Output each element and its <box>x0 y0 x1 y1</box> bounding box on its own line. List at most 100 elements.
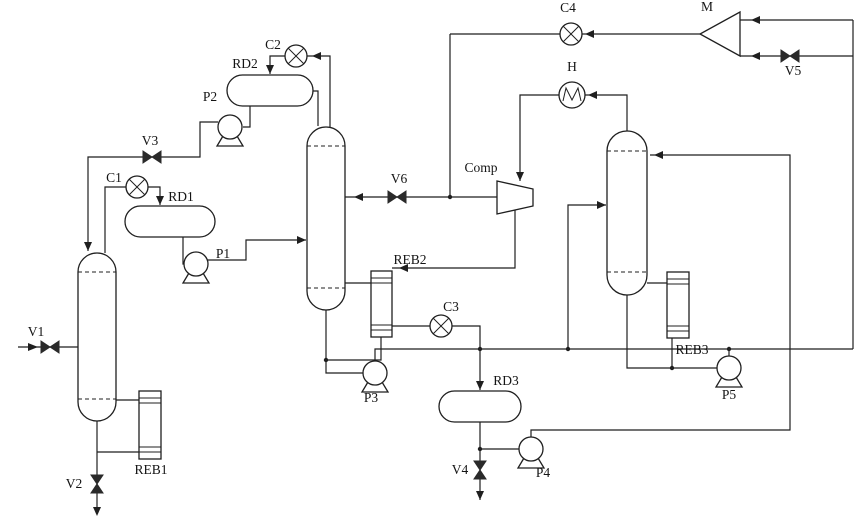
reflux-drum-rd3 <box>438 390 522 423</box>
junction-dot <box>447 194 453 200</box>
pipe <box>392 210 516 269</box>
pipe <box>392 325 481 390</box>
junction-dot <box>323 357 329 363</box>
label-v5: V5 <box>785 63 802 78</box>
condenser-cross <box>288 48 304 64</box>
valve-v1-icon <box>40 340 60 354</box>
flow-arrow-icon <box>297 236 306 244</box>
flow-arrow-icon <box>654 151 663 159</box>
flow-arrow-icon <box>585 30 594 38</box>
pump-casing <box>183 251 209 277</box>
pump-p3-icon <box>360 360 390 393</box>
reflux-drum-rd2 <box>226 74 314 107</box>
pump-casing <box>217 114 243 140</box>
valve-v6-icon <box>387 190 407 204</box>
junction-dot <box>726 346 732 352</box>
valve-v4-icon <box>473 460 487 480</box>
label-p1: P1 <box>216 246 230 261</box>
flow-arrow-icon <box>476 491 484 500</box>
condenser-cross <box>433 318 449 334</box>
label-p2: P2 <box>203 89 217 104</box>
label-v2: V2 <box>66 476 83 491</box>
flow-arrow-icon <box>156 196 164 205</box>
distillation-column-1 <box>77 252 117 422</box>
heater-element <box>562 86 582 102</box>
pipe <box>207 239 306 261</box>
pipe <box>325 310 363 374</box>
condenser-cross <box>129 179 145 195</box>
pump-p1-icon <box>181 251 211 284</box>
label-comp: Comp <box>464 160 497 175</box>
flow-arrow-icon <box>84 242 92 251</box>
label-c4: C4 <box>560 0 576 15</box>
heater-h-icon <box>558 81 586 109</box>
pump-p5-icon <box>714 355 744 388</box>
pipe <box>374 348 480 361</box>
label-m: M <box>701 0 713 14</box>
label-v6: V6 <box>391 171 408 186</box>
condenser-c3-icon <box>429 314 453 338</box>
valve-v5-icon <box>780 49 800 63</box>
label-v3: V3 <box>142 133 159 148</box>
distillation-column-2 <box>306 126 346 311</box>
condenser-cross <box>563 26 579 42</box>
label-v1: V1 <box>28 324 45 339</box>
flow-arrow-icon <box>751 16 760 24</box>
label-p5: P5 <box>722 387 737 402</box>
pump-casing <box>518 436 544 462</box>
flow-arrow-icon <box>28 343 38 351</box>
label-c2: C2 <box>265 37 281 52</box>
pump-p4-icon <box>516 436 546 469</box>
equipment-labels: V1 V2 V3 V4 V5 V6 C1 C2 C3 C4 H M Comp R… <box>28 0 802 491</box>
label-reb1: REB1 <box>134 462 167 477</box>
valve-v2-icon <box>90 474 104 494</box>
label-reb3: REB3 <box>675 342 708 357</box>
reboiler-reb2 <box>370 270 393 338</box>
column-shell <box>77 252 117 422</box>
label-p3: P3 <box>364 390 379 405</box>
condenser-c4-icon <box>559 22 583 46</box>
pipe <box>530 154 791 437</box>
reboiler-shell <box>138 390 162 460</box>
pipe <box>243 106 251 128</box>
reboiler-reb1 <box>138 390 162 460</box>
flow-arrow-icon <box>354 193 363 201</box>
junction-dot <box>669 365 675 371</box>
condenser-c1-icon <box>125 175 149 199</box>
reboiler-shell <box>666 271 690 339</box>
label-c3: C3 <box>443 299 459 314</box>
label-rd1: RD1 <box>168 189 194 204</box>
label-rd3: RD3 <box>493 373 519 388</box>
compressor-icon <box>496 180 534 215</box>
reboiler-shell <box>370 270 393 338</box>
column-shell <box>306 126 346 311</box>
junction-dot <box>477 346 483 352</box>
junction-dot <box>565 346 571 352</box>
label-rd2: RD2 <box>232 56 258 71</box>
label-reb2: REB2 <box>393 252 426 267</box>
flow-arrow-icon <box>312 52 321 60</box>
distillation-column-3 <box>606 130 648 296</box>
flow-arrow-icon <box>266 65 274 74</box>
flow-arrow-icon <box>93 507 101 516</box>
pipe <box>326 337 382 361</box>
pump-casing <box>362 360 388 386</box>
condenser-c2-icon <box>284 44 308 68</box>
pump-p2-icon <box>215 114 245 147</box>
label-p4: P4 <box>536 465 551 480</box>
flow-arrow-icon <box>597 201 606 209</box>
label-v4: V4 <box>452 462 469 477</box>
flow-arrow-icon <box>751 52 760 60</box>
junction-dot <box>477 446 483 452</box>
flow-arrow-icon <box>476 381 484 390</box>
reflux-drum-rd1 <box>124 205 216 238</box>
flow-arrows <box>28 16 760 516</box>
label-c1: C1 <box>106 170 122 185</box>
pipe <box>567 204 606 349</box>
pipe <box>313 90 319 126</box>
column-shell <box>606 130 648 296</box>
pipe-junctions <box>323 194 732 452</box>
pipe <box>626 295 717 369</box>
